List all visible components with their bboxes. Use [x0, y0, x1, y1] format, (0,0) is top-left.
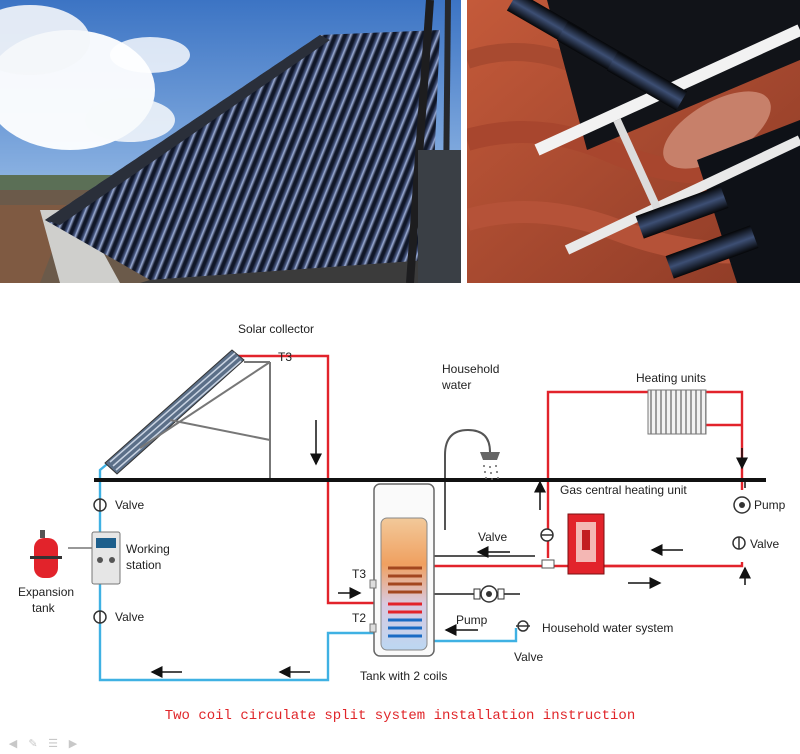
t3-tank-label: T3: [352, 567, 366, 581]
gas-unit-label: Gas central heating unit: [560, 483, 687, 497]
arrow-left-icon[interactable]: ◀: [8, 738, 18, 750]
working-station-label-line1: Working: [126, 542, 170, 556]
cold-pipes: [98, 459, 518, 682]
pen-icon[interactable]: ✎: [28, 738, 38, 750]
solar-collector-rooftop-photo: [0, 0, 461, 283]
solar-collector-label: Solar collector: [238, 322, 314, 336]
collector-mounting-bracket-image: [467, 0, 800, 283]
household-water-label-line1: Household: [442, 362, 499, 376]
t2-tank-label: T2: [352, 611, 366, 625]
pump-right-label: Pump: [754, 498, 786, 512]
valve-middle-label: Valve: [478, 530, 507, 544]
heating-units-label: Heating units: [636, 371, 706, 385]
hot-pipes: [237, 354, 744, 605]
valve-icon: [93, 610, 107, 624]
menu-icon[interactable]: ☰: [48, 738, 58, 750]
solar-collector-rooftop-image: [0, 0, 461, 283]
radiator: [647, 389, 707, 435]
tank-with-coils: [369, 483, 435, 657]
t3-collector-label: T3: [278, 350, 292, 364]
pump-icon: [473, 585, 505, 603]
valve-left-top-label: Valve: [115, 498, 144, 512]
pump-middle-label: Pump: [456, 613, 488, 627]
household-water-label-line2: water: [441, 378, 471, 392]
pump-icon: [733, 496, 751, 514]
shower-head-icon: [480, 452, 500, 480]
expansion-tank: [30, 530, 62, 578]
valve-icon: [93, 498, 107, 512]
water-tap-icon: [516, 620, 530, 632]
installation-diagram: Solar collector T3 Valve Working station…: [18, 322, 786, 683]
arrow-right-icon[interactable]: ▶: [68, 738, 78, 750]
pipe-fitting: [541, 559, 555, 569]
solar-collector: [104, 349, 271, 478]
valve-left-bottom-label: Valve: [115, 610, 144, 624]
household-water-system-label: Household water system: [542, 621, 673, 635]
valve-bottom-label: Valve: [514, 650, 543, 664]
expansion-tank-label-line2: tank: [32, 601, 56, 615]
expansion-tank-label-line1: Expansion: [18, 585, 74, 599]
collector-mounting-bracket-photo: [467, 0, 800, 283]
working-station-label-line2: station: [126, 558, 161, 572]
valve-icon: [540, 528, 554, 542]
slideshow-toolbar: ◀ ✎ ☰ ▶: [6, 738, 80, 750]
valve-right-label: Valve: [750, 537, 779, 551]
tank-label: Tank with 2 coils: [360, 669, 447, 683]
diagram-caption: Two coil circulate split system installa…: [164, 708, 636, 724]
valve-icon: [732, 536, 746, 550]
gas-boiler: [567, 513, 605, 575]
working-station: [91, 531, 121, 585]
